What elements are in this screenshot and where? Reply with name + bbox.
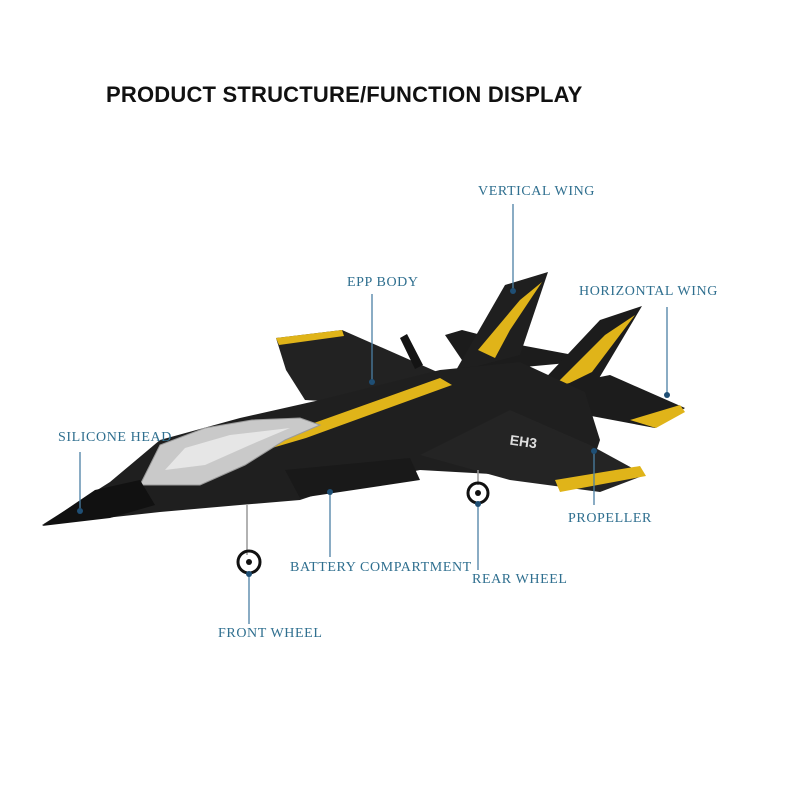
callout-rear-wheel: REAR WHEEL bbox=[472, 572, 568, 587]
dot-propeller bbox=[591, 448, 597, 454]
near-wing-tip-stripe bbox=[555, 466, 646, 492]
front-wheel bbox=[236, 549, 262, 575]
callout-battery-compartment: BATTERY COMPARTMENT bbox=[290, 560, 472, 575]
battery-bay bbox=[285, 458, 420, 498]
dot-epp-body bbox=[369, 379, 375, 385]
vertical-fin-rear-stripe bbox=[478, 282, 542, 358]
vertical-fin-front-stripe bbox=[545, 315, 635, 395]
left-wing-tip-stripe bbox=[276, 330, 344, 345]
callout-front-wheel: FRONT WHEEL bbox=[218, 626, 323, 641]
callout-propeller: PROPELLER bbox=[568, 511, 652, 526]
callout-silicone-head: SILICONE HEAD bbox=[58, 430, 172, 445]
near-delta-wing bbox=[420, 410, 645, 492]
dot-battery bbox=[327, 489, 333, 495]
rear-wheel bbox=[466, 481, 490, 505]
dot-horizontal-wing bbox=[664, 392, 670, 398]
tail-decal: EH3 bbox=[509, 432, 538, 452]
callout-vertical-wing: VERTICAL WING bbox=[478, 184, 595, 199]
callout-leaders bbox=[77, 204, 670, 624]
nose-cone bbox=[42, 480, 155, 526]
callout-epp-body: EPP BODY bbox=[347, 275, 419, 290]
canopy-highlight bbox=[165, 428, 290, 470]
dot-vertical-wing bbox=[510, 288, 516, 294]
rc-jet-illustration: EH3 bbox=[42, 272, 685, 575]
fuselage-stripe bbox=[248, 378, 452, 455]
dot-front-wheel bbox=[246, 571, 252, 577]
horizontal-stabilizer-stripe bbox=[630, 405, 685, 428]
dot-silicone-head bbox=[77, 508, 83, 514]
callout-horizontal-wing: HORIZONTAL WING bbox=[579, 284, 718, 299]
page-title: PRODUCT STRUCTURE/FUNCTION DISPLAY bbox=[106, 82, 583, 107]
propeller-blade bbox=[400, 334, 423, 369]
dot-rear-wheel bbox=[475, 501, 481, 507]
